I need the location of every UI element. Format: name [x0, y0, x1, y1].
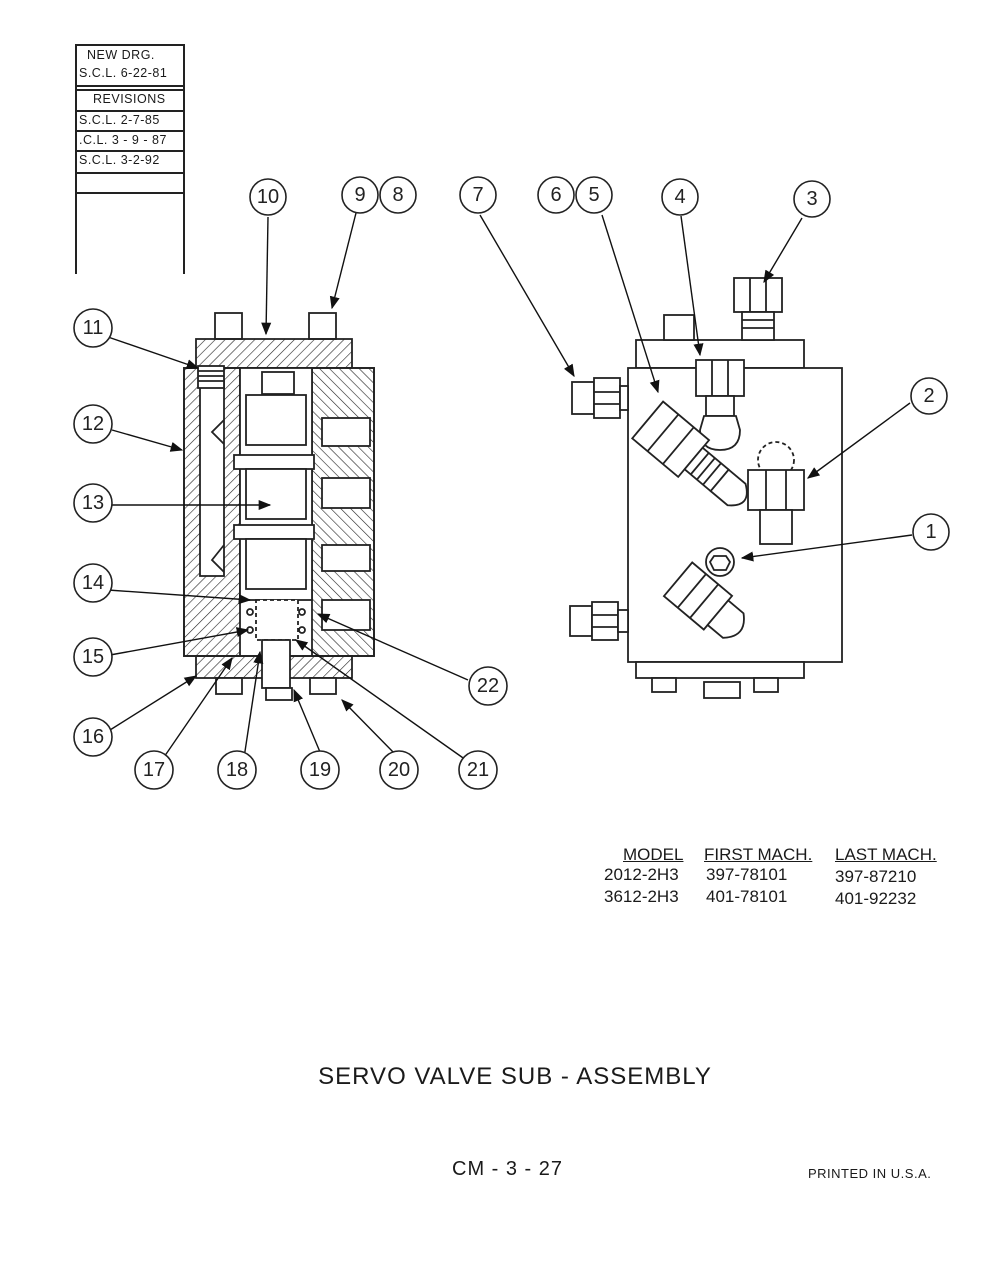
- header-last-mach: LAST MACH.: [835, 845, 937, 864]
- svg-text:2: 2: [923, 385, 934, 407]
- callout-18: 18: [217, 750, 257, 790]
- divider: [77, 85, 183, 87]
- callout-8: 8: [379, 176, 417, 214]
- divider: [77, 172, 183, 174]
- table-cell: 397-87210: [835, 867, 917, 886]
- callout-13: 13: [73, 483, 113, 523]
- svg-text:20: 20: [388, 759, 410, 781]
- svg-text:21: 21: [467, 759, 489, 781]
- svg-text:4: 4: [674, 186, 685, 208]
- callout-1: 1: [912, 513, 950, 551]
- svg-text:12: 12: [82, 413, 104, 435]
- svg-text:14: 14: [82, 572, 104, 594]
- external-view: [569, 277, 843, 699]
- svg-text:5: 5: [588, 184, 599, 206]
- table-cell: 2012-2H3: [604, 865, 679, 884]
- callout-15: 15: [73, 637, 113, 677]
- callout-2: 2: [910, 377, 948, 415]
- revision-entry: .C.L. 3 - 9 - 87: [79, 133, 167, 147]
- revision-entry: S.C.L. 2-7-85: [79, 113, 160, 127]
- callout-7: 7: [459, 176, 497, 214]
- table-cell: 401-92232: [835, 889, 917, 908]
- revision-block: NEW DRG. S.C.L. 6-22-81 REVISIONS S.C.L.…: [75, 44, 185, 274]
- header-first-mach: FIRST MACH.: [704, 845, 813, 864]
- callout-5: 5: [575, 176, 613, 214]
- svg-text:15: 15: [82, 646, 104, 668]
- table-cell: 397-78101: [706, 865, 788, 884]
- callout-3: 3: [793, 180, 831, 218]
- svg-text:16: 16: [82, 726, 104, 748]
- divider: [77, 44, 183, 46]
- table-cell: 3612-2H3: [604, 887, 679, 906]
- divider: [77, 110, 183, 112]
- svg-text:6: 6: [550, 184, 561, 206]
- callout-14: 14: [73, 563, 113, 603]
- callout-21: 21: [458, 750, 498, 790]
- callout-22: 22: [468, 666, 508, 706]
- divider: [77, 150, 183, 152]
- divider: [77, 89, 183, 91]
- new-drawing-date: S.C.L. 6-22-81: [79, 66, 168, 80]
- svg-text:8: 8: [392, 184, 403, 206]
- page-number: CM - 3 - 27: [452, 1158, 564, 1180]
- printed-in-label: PRINTED IN U.S.A.: [808, 1166, 932, 1181]
- callout-11: 11: [73, 308, 113, 348]
- section-view: [183, 312, 375, 701]
- svg-text:7: 7: [472, 184, 483, 206]
- page-title: SERVO VALVE SUB - ASSEMBLY: [318, 1063, 712, 1090]
- callout-20: 20: [379, 750, 419, 790]
- new-drawing-label: NEW DRG.: [87, 48, 155, 62]
- svg-text:9: 9: [354, 184, 365, 206]
- callout-4: 4: [661, 178, 699, 216]
- callout-10: 10: [249, 178, 287, 216]
- table-cell: 401-78101: [706, 887, 788, 906]
- callout-16: 16: [73, 717, 113, 757]
- divider: [77, 192, 183, 194]
- svg-text:19: 19: [309, 759, 331, 781]
- svg-text:11: 11: [83, 317, 104, 339]
- svg-text:22: 22: [477, 675, 499, 697]
- header-model: MODEL: [623, 845, 684, 864]
- svg-text:1: 1: [925, 521, 936, 543]
- revisions-label: REVISIONS: [93, 92, 166, 106]
- callout-6: 6: [537, 176, 575, 214]
- svg-text:3: 3: [806, 188, 817, 210]
- svg-text:10: 10: [257, 186, 279, 208]
- revision-entry: S.C.L. 3-2-92: [79, 153, 160, 167]
- svg-text:17: 17: [143, 759, 165, 781]
- svg-text:18: 18: [226, 759, 248, 781]
- divider: [77, 130, 183, 132]
- svg-text:13: 13: [82, 492, 104, 514]
- callout-17: 17: [134, 750, 174, 790]
- leader-lines: [107, 212, 913, 761]
- callout-19: 19: [300, 750, 340, 790]
- callout-12: 12: [73, 404, 113, 444]
- callout-9: 9: [341, 176, 379, 214]
